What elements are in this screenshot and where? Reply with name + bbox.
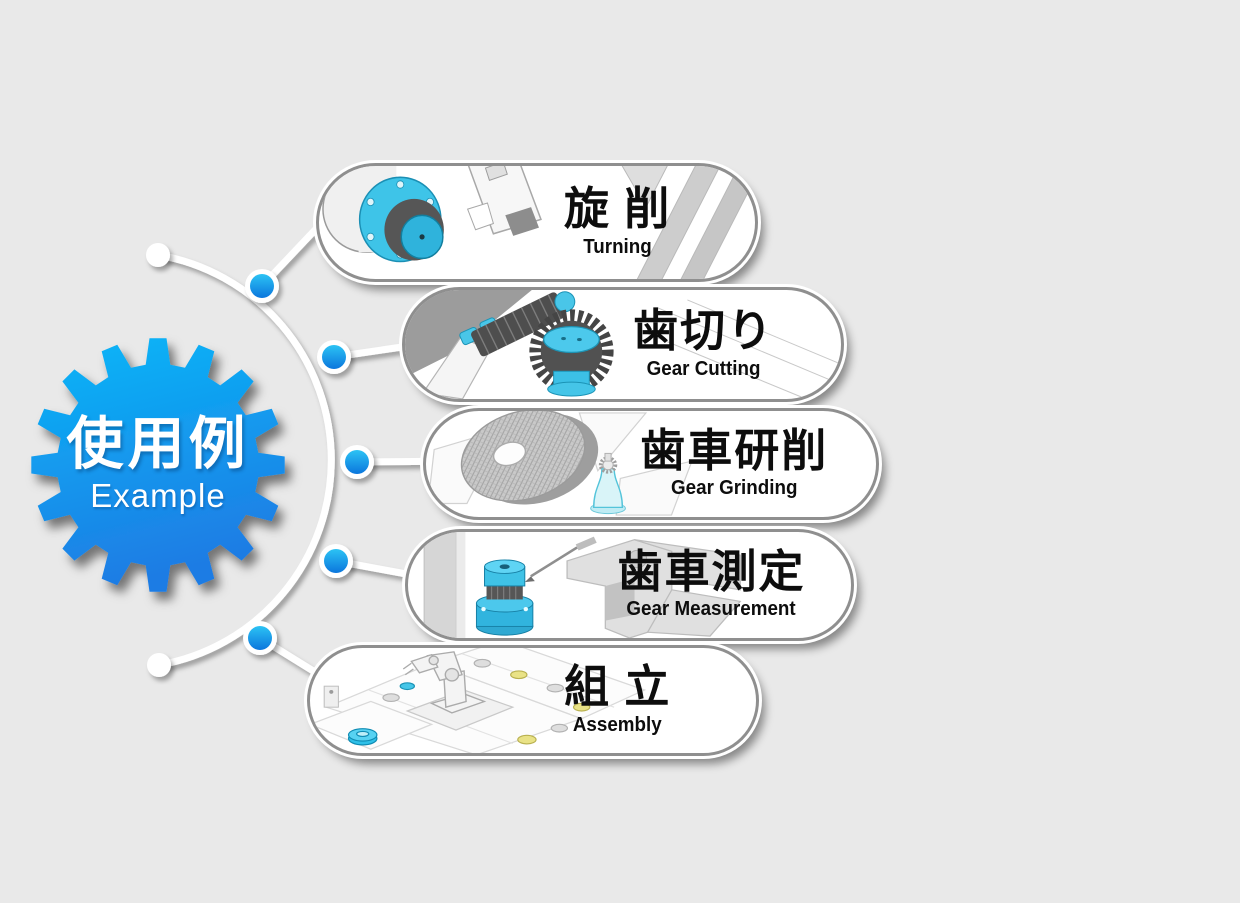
pill-turning-title-en: Turning: [583, 235, 652, 258]
connector-arc: [157, 251, 335, 669]
assembly-illustration: [310, 648, 647, 753]
pill-gear-cutting[interactable]: 歯切り Gear Cutting: [402, 287, 844, 402]
pill-gear-grinding-title-ja: 歯車研削: [640, 425, 829, 476]
pill-assembly-labels: 組 立 Assembly: [524, 648, 711, 753]
pill-gear-cutting-labels: 歯切り Gear Cutting: [597, 290, 811, 399]
pill-assembly-title-ja: 組 立: [564, 662, 672, 713]
pill-turning[interactable]: 旋 削 Turning: [316, 163, 758, 282]
turning-illustration: [322, 166, 755, 279]
pill-gear-measurement-labels: 歯車測定 Gear Measurement: [603, 532, 820, 638]
gear-grinding-illustration: [427, 411, 693, 516]
connector-node-assembly: [243, 621, 277, 655]
connector-node-gear-grinding: [340, 445, 374, 479]
pill-assembly[interactable]: 組 立 Assembly: [307, 645, 759, 756]
connector-node-gear-measurement: [319, 544, 353, 578]
pill-gear-cutting-title-ja: 歯切り: [633, 306, 775, 357]
pill-turning-labels: 旋 削 Turning: [511, 166, 725, 279]
example-gear-icon: [31, 338, 285, 592]
gear-measurement-illustration: [423, 532, 742, 638]
pill-turning-title-ja: 旋 削: [564, 184, 672, 235]
pill-gear-measurement-title-ja: 歯車測定: [617, 546, 806, 597]
gear-cutting-illustration: [405, 290, 840, 399]
connector-nodes: [243, 269, 374, 655]
connector-end-dot-bottom: [147, 653, 171, 677]
pill-assembly-title-en: Assembly: [573, 713, 663, 736]
pill-gear-grinding[interactable]: 歯車研削 Gear Grinding: [423, 408, 879, 520]
connector-node-gear-cutting: [317, 340, 351, 374]
connector-end-dot-top: [146, 243, 170, 267]
pill-gear-grinding-title-en: Gear Grinding: [671, 477, 798, 500]
pill-gear-grinding-labels: 歯車研削 Gear Grinding: [624, 411, 845, 517]
pill-gear-measurement-title-en: Gear Measurement: [626, 598, 797, 621]
connector-node-turning: [245, 269, 279, 303]
bottom-strip: [0, 903, 1240, 908]
pill-gear-measurement[interactable]: 歯車測定 Gear Measurement: [405, 529, 854, 641]
pill-gear-cutting-title-en: Gear Cutting: [646, 357, 761, 380]
